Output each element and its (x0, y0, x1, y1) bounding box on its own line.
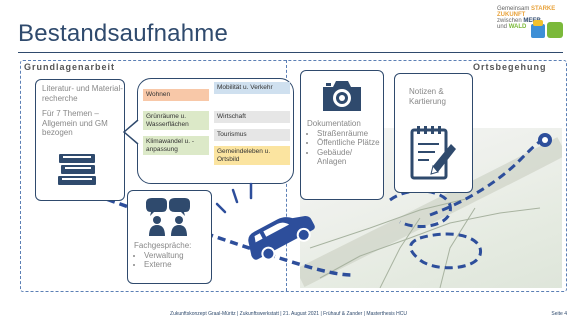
literature-card: Literatur- und Material-recherche Für 7 … (35, 79, 125, 201)
interview-item: Verwaltung (144, 251, 191, 261)
title-rule (18, 52, 563, 53)
project-logo: Gemeinsam STARKE ZUKUNFT zwischen MEER u… (497, 6, 567, 42)
notes-card: Notizen & Kartierung (394, 73, 473, 193)
literature-title: Literatur- und Material-recherche (42, 84, 123, 103)
logo-text-2: zwischen (497, 18, 522, 24)
interviews-card: Fachgespräche: Verwaltung Externe (127, 190, 212, 284)
topic-gemeindeleben: Gemeindeleben u. Ortsbild (214, 146, 290, 165)
car-icon (215, 182, 315, 261)
documentation-title: Dokumentation (307, 119, 361, 128)
page-title: Bestandsaufnahme (18, 20, 229, 47)
notes-title: Notizen & Kartierung (409, 87, 446, 106)
logo-accent-2: MEER (523, 18, 541, 24)
topic-mobilitaet: Mobilität u. Verkehr (214, 82, 290, 94)
section-label-ortsbegehung: Ortsbegehung (473, 62, 547, 72)
notepad-pencil-icon (410, 126, 456, 180)
section-label-grundlagen: Grundlagenarbeit (24, 62, 116, 72)
documentation-item: Gebäude/ Anlagen (317, 148, 383, 167)
map-drawing (300, 137, 562, 288)
literature-subtitle: Für 7 Themen – Allgemein und GM bezogen (42, 109, 108, 137)
topic-gruenraeume: Grünräume u. Wasserflächen (143, 111, 209, 130)
topic-tourismus: Tourismus (214, 129, 290, 141)
logo-text-3: und (497, 24, 508, 30)
page-number: Seite 4 (551, 311, 567, 317)
footer-text: Zukunftskonzept Graal-Müritz | Zukunftsw… (170, 311, 407, 317)
books-icon (58, 154, 96, 185)
topic-wirtschaft: Wirtschaft (214, 111, 290, 123)
bubble-pointer (122, 119, 139, 145)
camera-icon (323, 81, 361, 111)
topics-bubble: Wohnen Mobilität u. Verkehr Grünräume u.… (137, 78, 294, 184)
topic-wohnen: Wohnen (143, 89, 209, 101)
topic-klimawandel: Klimawandel u. -anpassung (143, 136, 209, 155)
documentation-item: Öffentliche Plätze (317, 138, 383, 148)
interview-item: Externe (144, 260, 191, 270)
documentation-card: Dokumentation Straßenräume Öffentliche P… (300, 70, 384, 200)
documentation-item: Straßenräume (317, 129, 383, 139)
people-talking-icon (146, 198, 190, 236)
logo-accent-1: STARKE ZUKUNFT (497, 6, 556, 18)
logo-accent-3: WALD (508, 24, 527, 30)
section-frame (20, 60, 567, 292)
logo-emblem-icon (531, 20, 563, 38)
interviews-title: Fachgespräche: (134, 241, 192, 250)
logo-text-1: Gemeinsam (497, 6, 530, 12)
